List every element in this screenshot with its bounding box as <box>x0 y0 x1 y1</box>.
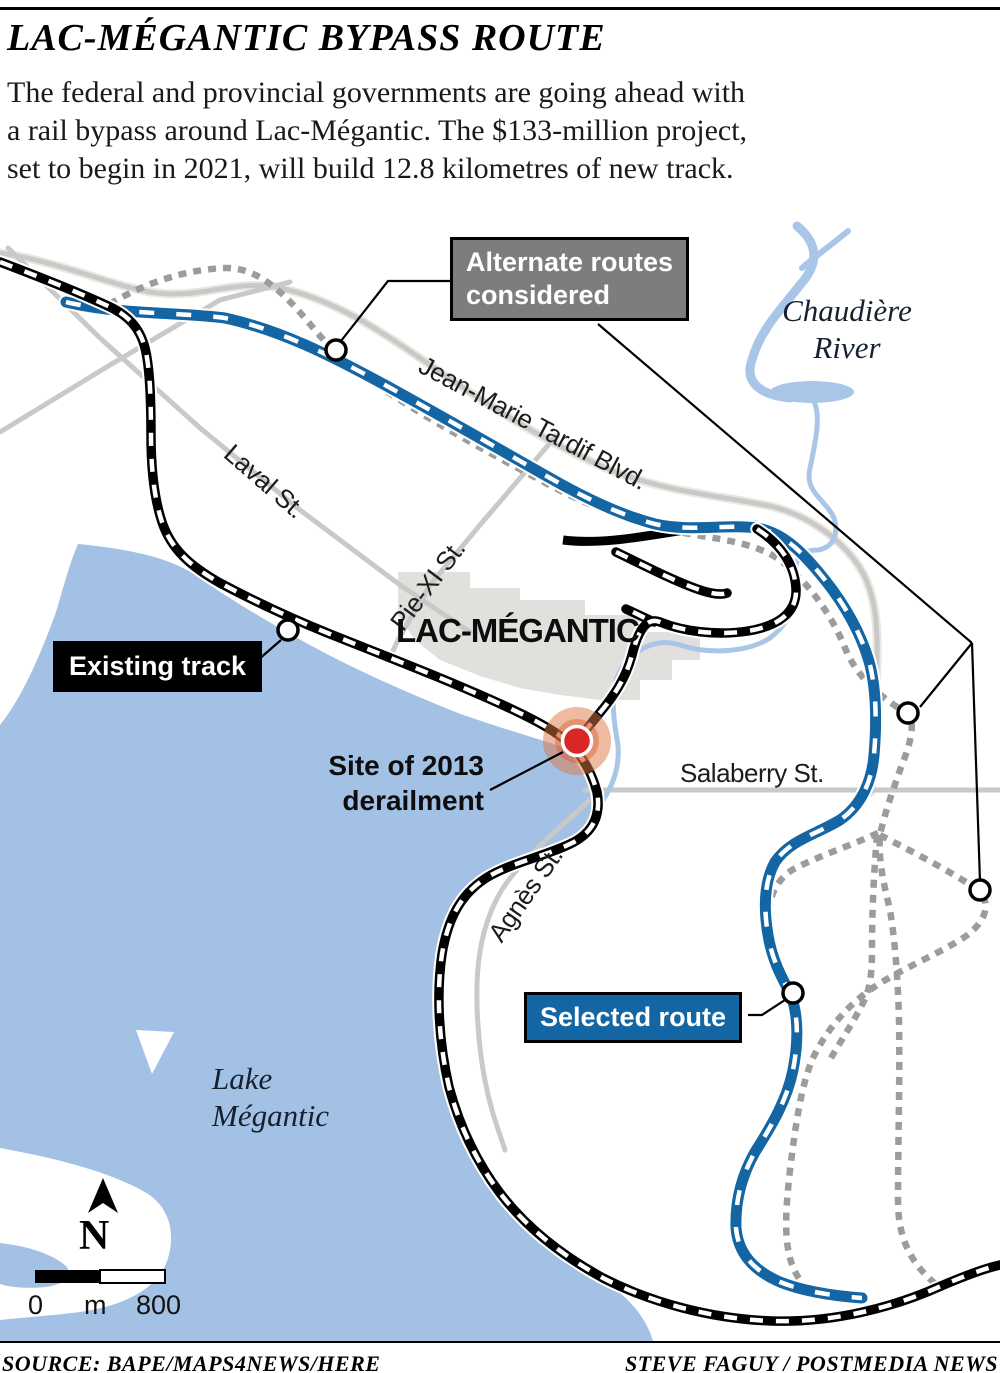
selected-route-dashes <box>65 299 878 1301</box>
scale-max-label: 800 <box>136 1290 182 1320</box>
road-cross <box>0 279 293 435</box>
callout-alternate-routes: Alternate routes considered <box>450 237 690 321</box>
footer: SOURCE: BAPE/MAPS4NEWS/HERE STEVE FAGUY … <box>0 1341 1000 1373</box>
scale-unit-label: m <box>84 1290 107 1320</box>
lake-label: Lake Mégantic <box>212 1061 330 1133</box>
route-marker <box>276 618 300 642</box>
scale-zero-label: 0 <box>28 1290 44 1320</box>
footer-credit: STEVE FAGUY / POSTMEDIA NEWS <box>624 1351 998 1373</box>
top-rule <box>0 7 1000 10</box>
lake-shape <box>0 544 653 1341</box>
page-title: LAC-MÉGANTIC BYPASS ROUTE <box>7 17 606 59</box>
north-arrow-icon <box>88 1178 118 1213</box>
road-jean-marie <box>0 250 880 795</box>
derailment-site-label: Site of 2013 derailment <box>328 750 484 816</box>
scale-bar-empty <box>99 1269 166 1284</box>
compass-north-label: N <box>79 1213 110 1259</box>
leader-alternate-mid <box>919 642 973 708</box>
route-marker <box>781 981 805 1005</box>
route-marker <box>896 701 920 725</box>
road-laval <box>5 245 473 635</box>
river-label: Chaudière River <box>782 293 912 365</box>
scale-bar-filled <box>35 1270 100 1283</box>
leader-alternate-south <box>970 642 982 883</box>
route-marker <box>968 878 992 902</box>
chaudiere-river-arm <box>799 228 851 271</box>
leader-selected <box>748 997 789 1017</box>
existing-track-line <box>0 257 1000 1326</box>
existing-track-ties <box>0 259 1000 1324</box>
derailment-site-dot <box>560 724 594 758</box>
selected-route <box>58 294 884 1306</box>
footer-source: SOURCE: BAPE/MAPS4NEWS/HERE <box>2 1351 381 1373</box>
callout-selected-route: Selected route <box>524 992 743 1043</box>
road-network <box>0 245 1000 1153</box>
river-pond <box>770 381 854 403</box>
callout-existing-track: Existing track <box>53 641 263 692</box>
road-label-salaberry: Salaberry St. <box>680 758 824 788</box>
route-marker <box>324 338 348 362</box>
city-label: LAC-MÉGANTIC <box>396 612 640 649</box>
lake-notch <box>136 1030 174 1074</box>
existing-track-inner-dashes <box>615 549 728 597</box>
leader-site <box>489 751 564 791</box>
alternate-route-south <box>827 834 881 1062</box>
route-markers <box>276 338 992 1005</box>
alternate-route-spur <box>766 830 880 906</box>
intro-paragraph: The federal and provincial governments a… <box>7 76 748 185</box>
road-pie-xi <box>385 433 559 665</box>
existing-track-spur-dash <box>631 609 649 622</box>
road-agnes <box>474 789 601 1153</box>
leader-alternate-west <box>340 279 450 342</box>
leader-alternate-east <box>597 323 973 644</box>
